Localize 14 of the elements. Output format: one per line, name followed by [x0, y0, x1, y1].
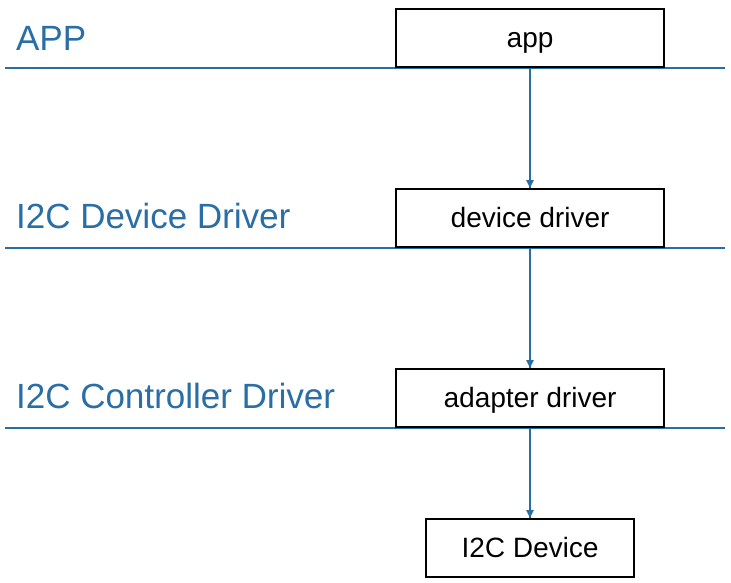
- arrow: [526, 428, 534, 518]
- layer-box: [395, 188, 665, 248]
- arrow: [526, 248, 534, 368]
- box-label: adapter driver: [444, 381, 616, 415]
- box-label: I2C Device: [462, 531, 598, 565]
- layer-label: APP: [16, 18, 86, 60]
- box-label: device driver: [450, 201, 610, 235]
- box-label: app: [506, 21, 554, 55]
- layer-box: [395, 368, 665, 428]
- layer-label: I2C Controller Driver: [16, 376, 335, 418]
- arrow: [526, 68, 534, 188]
- layer-box: [425, 518, 635, 578]
- layer-box: [395, 8, 665, 68]
- layer-label: I2C Device Driver: [16, 196, 290, 238]
